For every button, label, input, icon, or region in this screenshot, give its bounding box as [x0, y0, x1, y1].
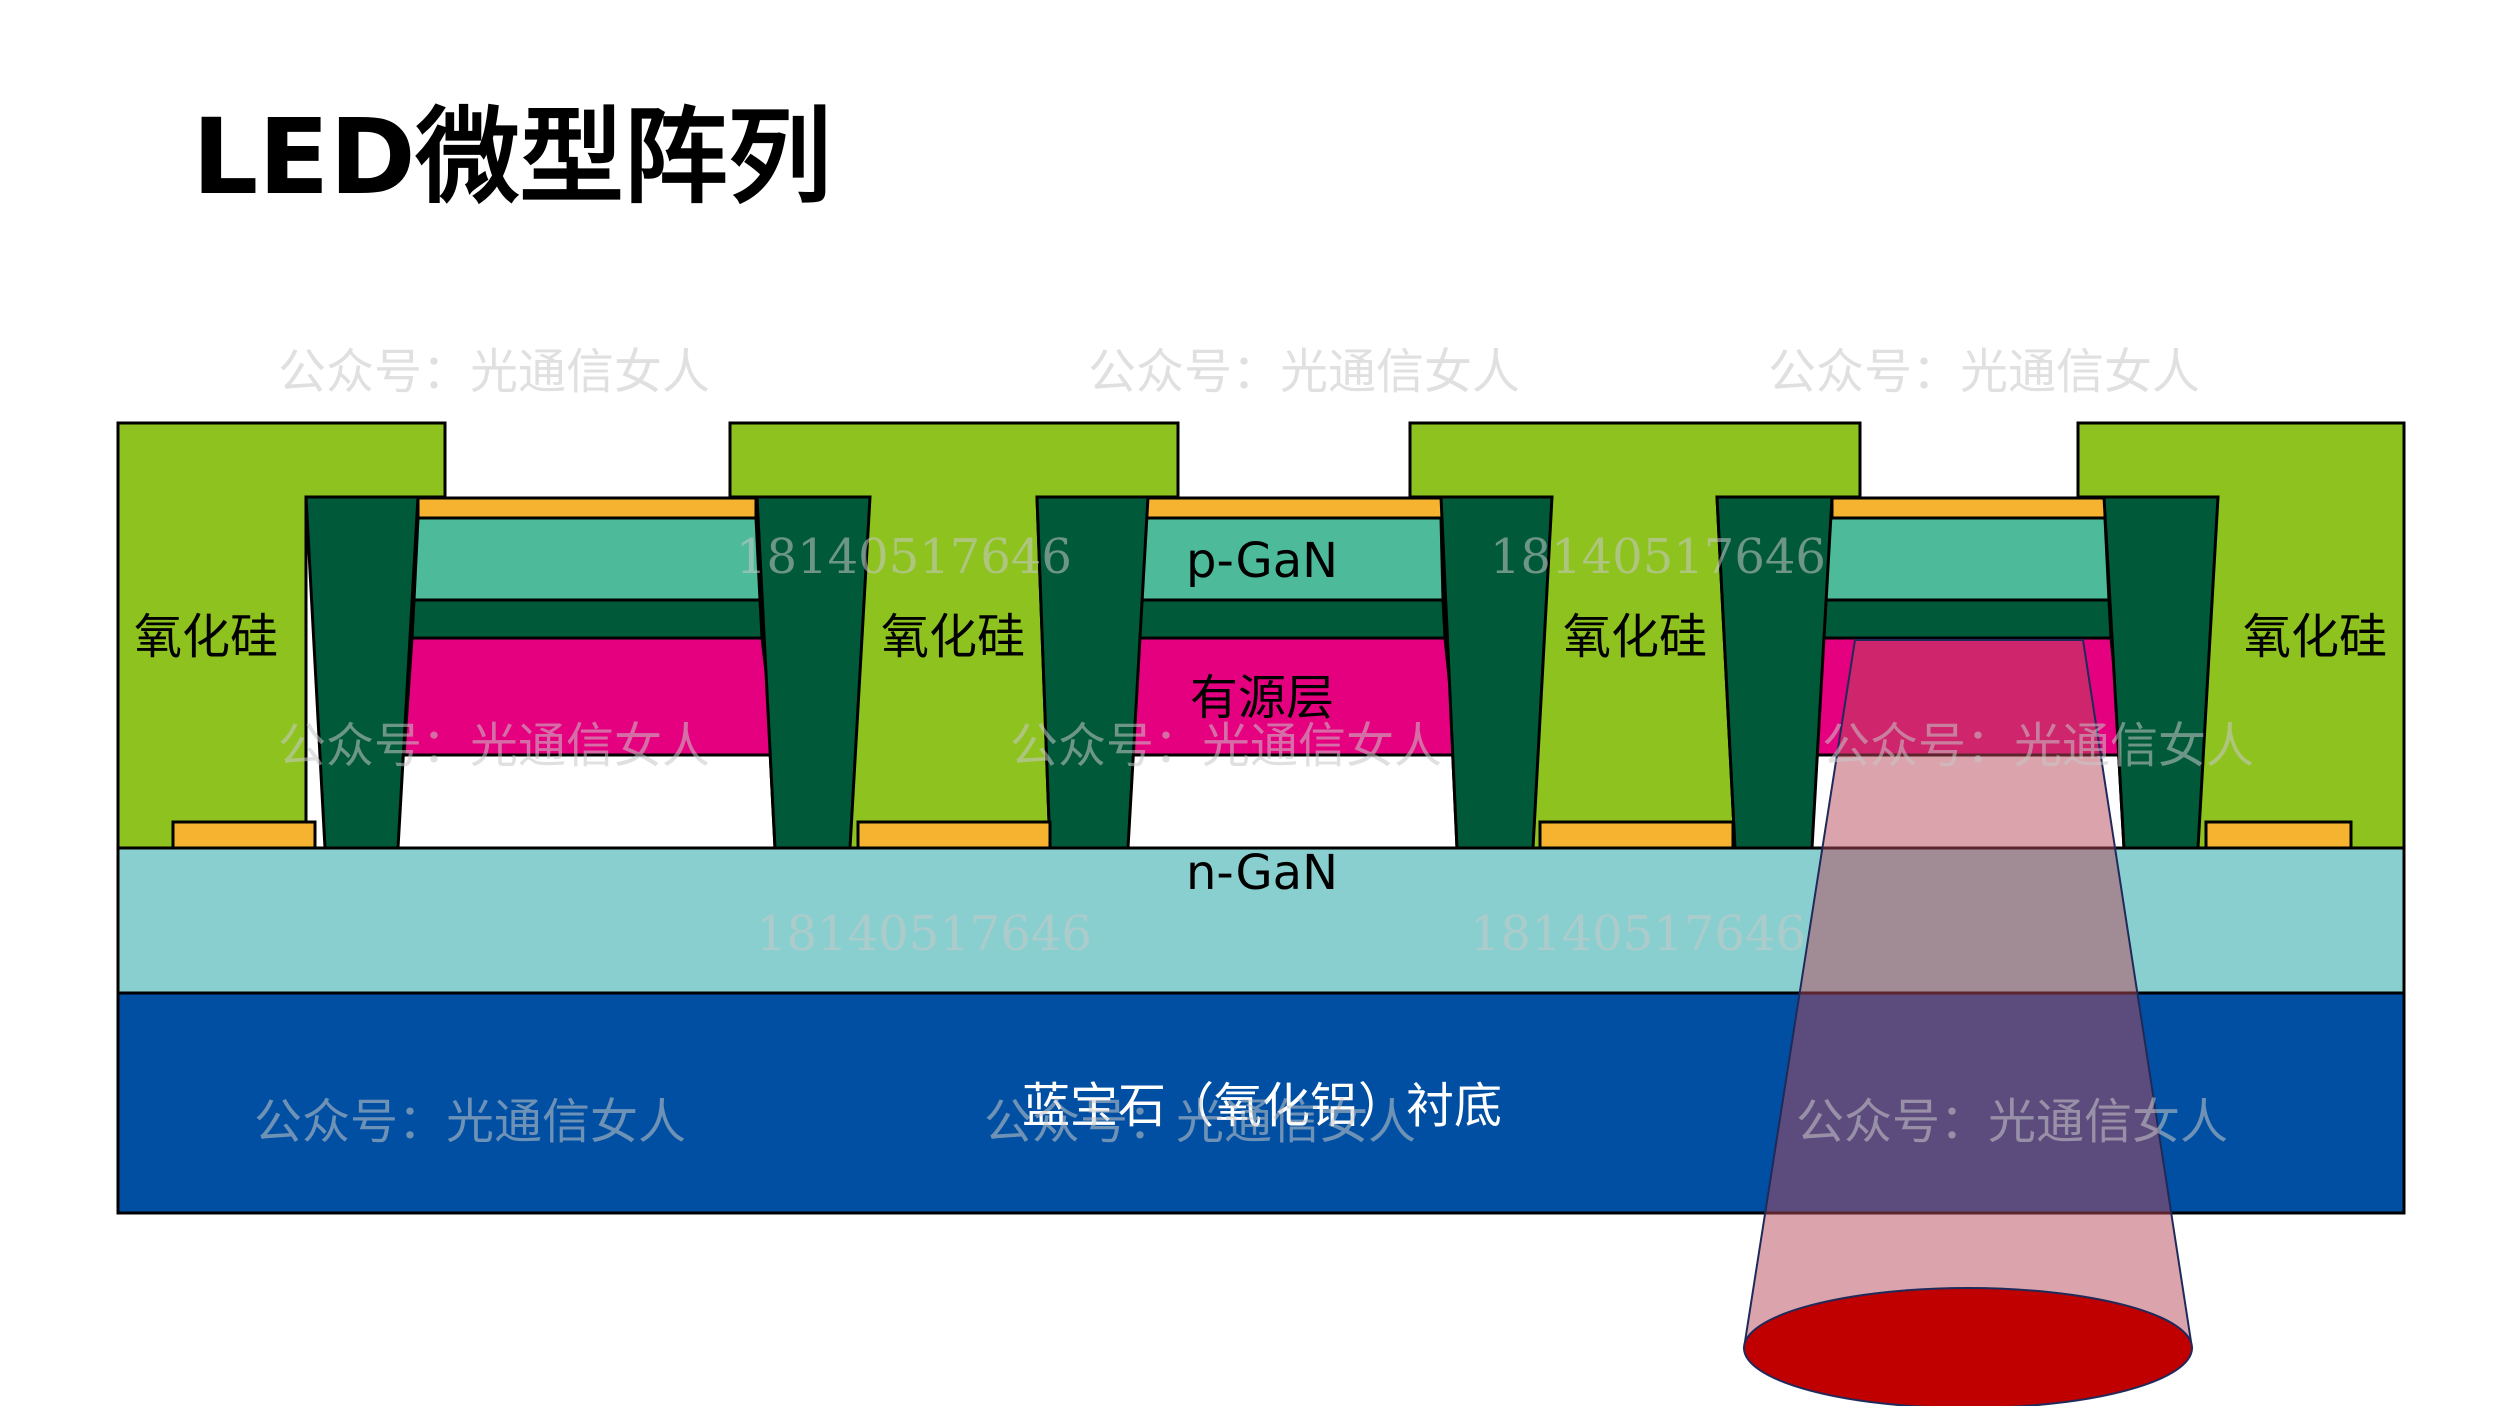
n-contact-4 — [2204, 820, 2353, 850]
watermark-phone: 18140517646 — [1470, 906, 1806, 962]
n-contact-2 — [856, 820, 1052, 850]
watermark-account: 公众号：光通信女人 — [278, 344, 710, 400]
watermark-phone: 18140517646 — [1490, 529, 1826, 585]
watermark-phone: 18140517646 — [736, 529, 1072, 585]
trench-6 — [2102, 495, 2220, 850]
trench-3 — [1035, 495, 1150, 850]
trench-5 — [1715, 495, 1834, 850]
trench-1 — [304, 495, 420, 850]
mesa-1 — [402, 496, 778, 757]
oxide-label-3: 氧化硅 — [1563, 609, 1707, 665]
watermark-account: 公众号：光通信女人 — [1010, 718, 1442, 774]
n-contact-1 — [171, 820, 317, 850]
watermark-account: 公众号：光通信女人 — [1088, 344, 1520, 400]
p-gan-label: p-GaN — [1186, 533, 1338, 589]
watermark-account: 公众号：光通信女人 — [1822, 718, 2254, 774]
watermark-account: 公众号：光通信女人 — [254, 1094, 686, 1150]
n-gan-label: n-GaN — [1186, 845, 1338, 901]
n-contact-3 — [1538, 820, 1735, 850]
watermark-phone: 18140517646 — [756, 906, 1092, 962]
substrate-label: 蓝宝石（氧化铝）衬底 — [1022, 1078, 1502, 1134]
trench-2 — [755, 495, 872, 850]
mesa-2 — [1128, 496, 1459, 757]
watermark-account: 公众号：光通信女人 — [1796, 1094, 2228, 1150]
emission-spot — [1743, 1287, 2193, 1406]
oxide-label-1: 氧化硅 — [134, 609, 278, 665]
oxide-label-2: 氧化硅 — [881, 609, 1025, 665]
watermark-account: 公众号：光通信女人 — [278, 718, 710, 774]
page-title: LED微型阵列 — [192, 96, 832, 218]
watermark-account: 公众号：光通信女人 — [984, 1094, 1416, 1150]
trench-4 — [1439, 495, 1554, 850]
watermark-account: 公众号：光通信女人 — [1768, 344, 2200, 400]
oxide-label-4: 氧化硅 — [2243, 609, 2387, 665]
active-layer-label: 有源层 — [1190, 670, 1334, 726]
